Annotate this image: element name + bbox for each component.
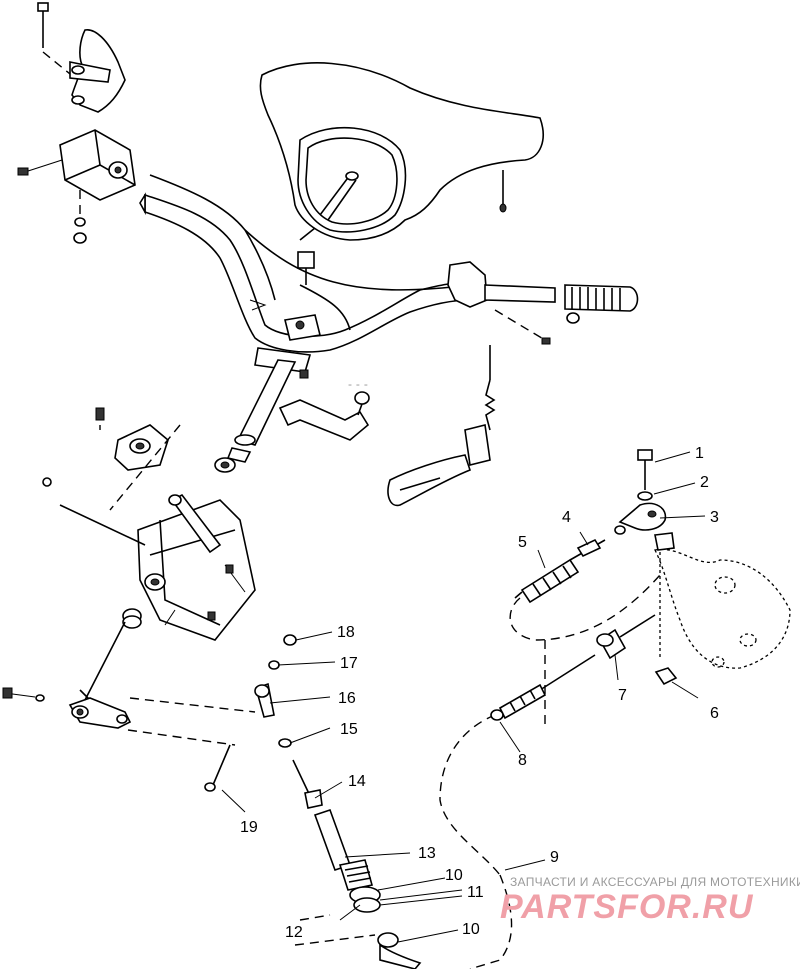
callout-18: 18: [337, 624, 355, 641]
svg-text:- - -: - - -: [348, 377, 368, 391]
watermark-brand: PARTSFOR.RU: [500, 888, 754, 926]
callout-12: 12: [285, 924, 303, 941]
leader-lines: [221, 451, 706, 943]
steering-post-bracket: [42, 407, 256, 641]
callout-13: 13: [418, 845, 436, 862]
callout-16: 16: [338, 690, 356, 707]
handlebar: [139, 174, 639, 353]
callout-19: 19: [240, 819, 258, 836]
callout-17: 17: [340, 655, 358, 672]
callout-9: 9: [550, 849, 559, 866]
callout-11: 11: [467, 884, 484, 901]
steering-column: [214, 314, 321, 473]
watermark-caption: ЗАПЧАСТИ И АКСЕССУАРЫ ДЛЯ МОТОТЕХНИКИ: [510, 875, 800, 889]
callout-4: 4: [562, 509, 571, 526]
callout-2: 2: [700, 474, 709, 491]
steering-arm: [2, 621, 256, 792]
callout-10-upper: 10: [445, 867, 463, 884]
callout-labels: 1 2 3 4 5 6 7 8 9 10 10 11 12 13 14 15 1…: [240, 445, 719, 941]
callout-10-lower: 10: [462, 921, 480, 938]
callout-15: 15: [340, 721, 358, 738]
callout-6: 6: [710, 705, 719, 722]
cable-route: [439, 574, 661, 969]
callout-5: 5: [518, 534, 527, 551]
center-bracket: - - -: [278, 377, 370, 441]
watermark: ЗАПЧАСТИ И АКСЕССУАРЫ ДЛЯ МОТОТЕХНИКИ PA…: [500, 875, 800, 926]
callout-14: 14: [348, 773, 366, 790]
callout-3: 3: [710, 509, 719, 526]
throttle-cable: [254, 634, 422, 969]
steering-pad: [259, 62, 544, 241]
callout-1: 1: [695, 445, 704, 462]
callout-7: 7: [618, 687, 627, 704]
carburetor-link: [490, 449, 791, 721]
left-switch-assembly: [17, 2, 136, 244]
throttle-lever-assembly: [387, 345, 496, 507]
callout-8: 8: [518, 752, 527, 769]
